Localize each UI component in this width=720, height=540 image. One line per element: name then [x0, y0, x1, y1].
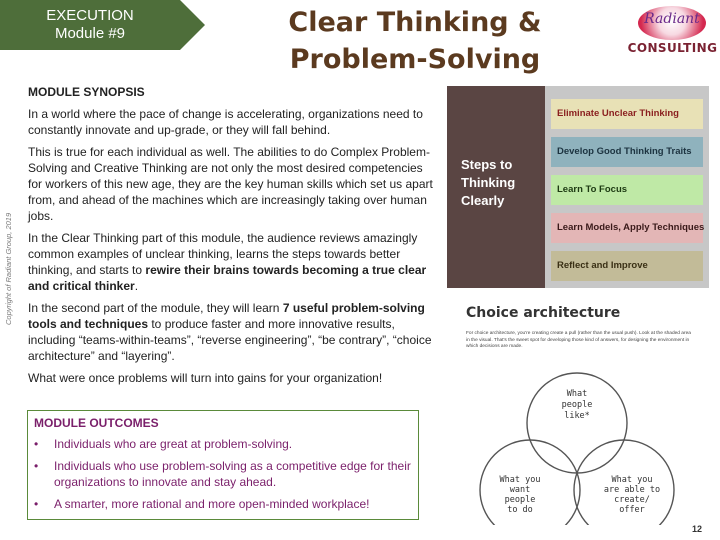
choice-title: Choice architecture: [466, 305, 621, 321]
p3-text-bold: rewire their brains towards becoming a t…: [28, 263, 427, 293]
steps-diagram: Steps to Thinking Clearly Eliminate Uncl…: [447, 86, 709, 288]
module-outcomes: MODULE OUTCOMES • Individuals who are gre…: [27, 410, 419, 520]
p3-text-start: In the Clear Thinking part of this modul…: [28, 231, 418, 277]
venn-left-label-4: to do: [507, 505, 533, 515]
choice-description: For choice architecture, you're creating…: [466, 331, 691, 349]
logo-script-text: Radiant: [644, 11, 700, 27]
venn-top-label-2: people: [562, 400, 593, 410]
bullet: •: [34, 437, 39, 451]
module-label: Module #9: [54, 25, 126, 42]
venn-top-label-1: What: [567, 389, 587, 399]
outcome-text: Individuals who use problem-solving as a…: [54, 459, 411, 489]
venn-circle-left: [479, 439, 581, 525]
synopsis-paragraph-5: What were once problems will turn into g…: [28, 371, 383, 385]
venn-circle-top: [526, 372, 628, 474]
venn-right-label-3: create/: [614, 495, 650, 505]
copyright-text: Copyright of Radiant Group, 2019: [4, 212, 13, 325]
outcome-item: • Individuals who are great at problem-so…: [34, 436, 412, 452]
step-box-3: Learn To Focus: [551, 175, 703, 205]
synopsis-heading: MODULE SYNOPSIS: [28, 85, 145, 99]
choice-architecture-figure: Choice architecture For choice architect…: [462, 300, 692, 525]
p4-text-bold: 7 useful problem-solving tools and techn…: [28, 301, 425, 331]
module-synopsis: MODULE SYNOPSIS In a world where the pac…: [28, 84, 433, 392]
synopsis-paragraph-1: In a world where the pace of change is a…: [28, 107, 423, 137]
venn-left-label-3: people: [505, 495, 536, 505]
venn-left-label-2: want: [510, 485, 530, 495]
outcome-text: Individuals who are great at problem-sol…: [54, 437, 293, 451]
venn-circle-right: [573, 439, 675, 525]
venn-diagram: What people like* What you want people t…: [479, 372, 675, 525]
steps-side-panel: Steps to Thinking Clearly: [447, 86, 545, 288]
outcome-text: A smarter, more rational and more open-m…: [54, 497, 370, 511]
tag-text: EXECUTION Module #9: [0, 7, 180, 43]
step-box-4: Learn Models, Apply Techniques: [551, 213, 704, 243]
p4-text-end: to produce faster and more innovative re…: [28, 317, 432, 363]
venn-right-label-4: offer: [619, 505, 645, 515]
logo-wordmark: CONSULTING: [627, 41, 718, 55]
bullet: •: [34, 459, 39, 473]
venn-right-label-1: What you: [612, 475, 653, 485]
copyright-notice: Copyright of Radiant Group, 2019: [4, 200, 16, 325]
module-tag: EXECUTION Module #9: [0, 0, 205, 50]
step-box-1: Eliminate Unclear Thinking: [551, 99, 703, 129]
venn-right-label-2: are able to: [604, 485, 660, 495]
step-box-2: Develop Good Thinking Traits: [551, 137, 703, 167]
venn-top-label-3: like*: [564, 411, 590, 421]
outcome-item: • A smarter, more rational and more open-…: [34, 496, 412, 512]
logo-emblem: [638, 6, 706, 40]
p4-text-start: In the second part of the module, they w…: [28, 301, 283, 315]
venn-left-label-1: What you: [500, 475, 541, 485]
synopsis-paragraph-4: In the second part of the module, they w…: [28, 300, 433, 364]
tag-arrow-shape: [0, 0, 205, 50]
page-number: 12: [692, 524, 703, 534]
synopsis-paragraph-2: This is true for each individual as well…: [28, 145, 433, 223]
steps-label: Steps to Thinking Clearly: [461, 157, 516, 208]
page-title: Clear Thinking & Problem-Solving: [288, 7, 542, 75]
company-logo: Radiant CONSULTING: [625, 4, 720, 56]
step-box-5: Reflect and Improve: [551, 251, 703, 281]
bullet: •: [34, 497, 39, 511]
p3-text-end: .: [134, 279, 139, 293]
section-label: EXECUTION: [46, 7, 134, 24]
outcome-item: • Individuals who use problem-solving as …: [34, 458, 412, 490]
synopsis-paragraph-3: In the Clear Thinking part of this modul…: [28, 230, 433, 294]
outcomes-heading: MODULE OUTCOMES: [34, 416, 159, 430]
outcomes-list: • Individuals who are great at problem-so…: [34, 436, 412, 512]
